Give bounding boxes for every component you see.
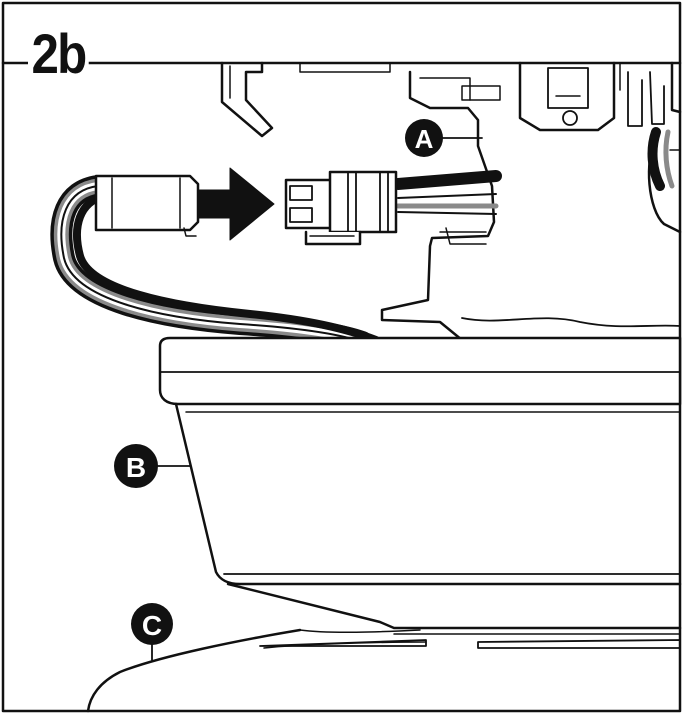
callout-c-badge <box>131 603 173 645</box>
callout-a-badge <box>405 119 443 157</box>
canopy-shell <box>158 336 682 586</box>
callout-a: A <box>405 119 443 157</box>
callout-b-label: B <box>126 452 146 483</box>
mounting-bracket <box>220 61 682 342</box>
step-number: 2b <box>28 22 90 86</box>
callout-a-label: A <box>415 124 434 154</box>
wire-connector-right <box>284 170 398 246</box>
callout-c: C <box>131 603 173 645</box>
base-housing <box>86 582 682 713</box>
callout-b: B <box>114 444 158 488</box>
wire-bundle <box>50 127 675 353</box>
callout-c-label: C <box>142 610 162 641</box>
right-arrow-icon <box>197 167 275 241</box>
wire-plug-left <box>94 174 200 237</box>
callout-b-badge <box>114 444 158 488</box>
